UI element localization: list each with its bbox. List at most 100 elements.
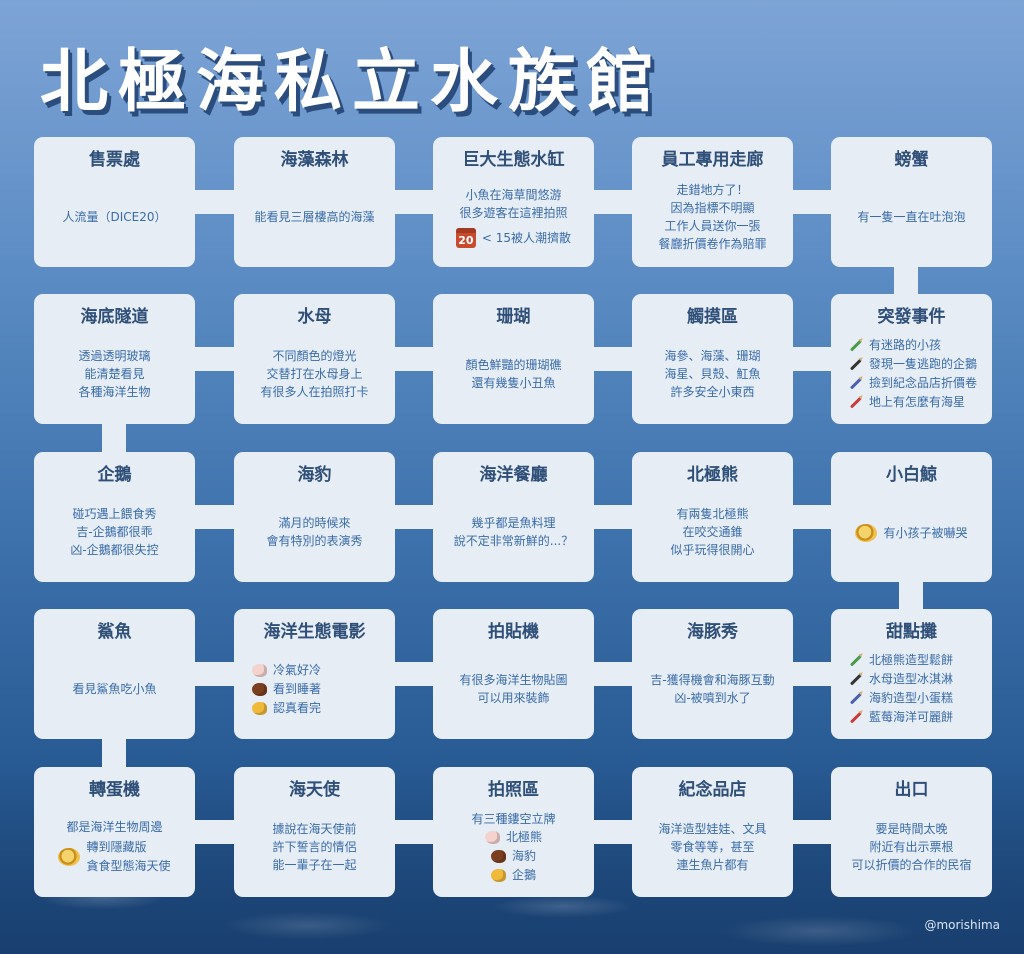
tile-name: 海底隧道 — [80, 307, 149, 327]
tile-text: 有三種鏤空立牌 — [471, 811, 556, 826]
blue-pencil-icon — [849, 692, 863, 705]
tile-name: 海洋生態電影 — [263, 622, 366, 642]
tile-text: 還有幾隻小丑魚 — [471, 376, 556, 390]
tile-2-2[interactable]: 海洋餐廳幾乎都是魚料理說不定非常新鮮的...？ — [433, 452, 594, 582]
tile-0-3[interactable]: 員工專用走廊走錯地方了！因為指標不明顯工作人員送你一張餐廳折價卷作為賠罪 — [632, 137, 793, 267]
tile-name: 巨大生態水缸 — [462, 150, 565, 170]
path-connector — [393, 820, 435, 844]
tile-option: 冷氣好冷 — [240, 661, 389, 680]
tile-body: 有三種鏤空立牌北極熊海豹企鵝 — [439, 805, 588, 889]
tile-3-4[interactable]: 甜點攤北極熊造型鬆餅水母造型冰淇淋海豹造型小蛋糕藍莓海洋可麗餅 — [831, 609, 992, 739]
cooked-meat-icon — [490, 849, 506, 863]
tile-text: 凶-企鵝都很失控 — [70, 543, 159, 557]
tile-1-3[interactable]: 觸摸區海參、海藻、珊瑚海星、貝殼、魟魚許多安全小東西 — [632, 294, 793, 424]
tile-option: 認真看完 — [240, 699, 389, 718]
tile-text: 零食等等，甚至 — [670, 840, 755, 854]
tile-1-1[interactable]: 水母不同顏色的燈光交替打在水母身上有很多人在拍照打卡 — [234, 294, 395, 424]
tile-body: 冷氣好冷看到睡著認真看完 — [240, 647, 389, 731]
tile-text: 有很多人在拍照打卡 — [260, 385, 369, 399]
tile-text: 碰巧遇上餵食秀 — [72, 507, 157, 521]
tile-0-1[interactable]: 海藻森林能看見三層樓高的海藻 — [234, 137, 395, 267]
red-pencil-icon — [849, 396, 863, 409]
tile-4-0[interactable]: 轉蛋機都是海洋生物周邊轉到隱藏版貪食型態海天使 — [34, 767, 195, 897]
tile-2-4[interactable]: 小白鯨有小孩子被嚇哭 — [831, 452, 992, 582]
tile-name: 甜點攤 — [886, 622, 937, 642]
tile-4-3[interactable]: 紀念品店海洋造型娃娃、文具零食等等，甚至連生魚片都有 — [632, 767, 793, 897]
tile-body: 看見鯊魚吃小魚 — [40, 647, 189, 731]
tile-text: 工作人員送你一張 — [664, 219, 761, 233]
tile-text: 許多安全小東西 — [670, 385, 755, 399]
tile-text: 人流量（DICE20） — [62, 210, 167, 224]
tile-text: 走錯地方了！ — [676, 183, 749, 197]
path-connector — [592, 505, 634, 529]
tile-body: 有很多海洋生物貼圖可以用來裝飾 — [439, 647, 588, 731]
tile-name: 售票處 — [89, 150, 140, 170]
tile-3-3[interactable]: 海豚秀吉-獲得機會和海豚互動凶-被噴到水了 — [632, 609, 793, 739]
tile-2-3[interactable]: 北極熊有兩隻北極熊在咬交通錐似乎玩得很開心 — [632, 452, 793, 582]
tile-body: 吉-獲得機會和海豚互動凶-被噴到水了 — [638, 647, 787, 731]
tile-body: 有一隻一直在吐泡泡 — [837, 175, 986, 259]
tile-body: 透過透明玻璃能清楚看見各種海洋生物 — [40, 332, 189, 416]
tile-4-2[interactable]: 拍照區有三種鏤空立牌北極熊海豹企鵝 — [433, 767, 594, 897]
tile-text: 滿月的時候來 — [278, 516, 351, 530]
tile-option: 北極熊造型鬆餅 — [837, 651, 986, 670]
path-connector — [791, 190, 833, 214]
tile-option: 企鵝 — [439, 866, 588, 885]
d20-icon: 20 — [455, 228, 476, 248]
tile-name: 轉蛋機 — [89, 780, 140, 800]
tile-0-4[interactable]: 螃蟹有一隻一直在吐泡泡 — [831, 137, 992, 267]
tile-name: 企鵝 — [97, 465, 132, 485]
raw-meat-icon — [484, 830, 500, 844]
tile-body: 人流量（DICE20） — [40, 175, 189, 259]
path-connector — [592, 190, 634, 214]
tile-text: 海洋造型娃娃、文具 — [658, 822, 767, 836]
coin-text: 貪食型態海天使 — [86, 859, 171, 873]
tile-2-1[interactable]: 海豹滿月的時候來會有特別的表演秀 — [234, 452, 395, 582]
tile-text: 在咬交通錐 — [682, 525, 743, 539]
black-pencil-icon — [849, 673, 863, 686]
tile-text: 吉-企鵝都很乖 — [76, 525, 153, 539]
tile-body: 有兩隻北極熊在咬交通錐似乎玩得很開心 — [638, 490, 787, 574]
tile-4-4[interactable]: 出口要是時間太晚附近有出示票根可以折價的合作的民宿 — [831, 767, 992, 897]
tile-name: 出口 — [894, 780, 929, 800]
tile-text: 會有特別的表演秀 — [266, 534, 363, 548]
tile-1-2[interactable]: 珊瑚顏色鮮豔的珊瑚礁還有幾隻小丑魚 — [433, 294, 594, 424]
tile-3-0[interactable]: 鯊魚看見鯊魚吃小魚 — [34, 609, 195, 739]
golden-meat-icon — [490, 868, 506, 882]
tile-4-1[interactable]: 海天使據說在海天使前許下誓言的情侶能一輩子在一起 — [234, 767, 395, 897]
tile-body: 都是海洋生物周邊轉到隱藏版貪食型態海天使 — [40, 805, 189, 889]
tile-option: 撿到紀念品店折價卷 — [837, 374, 986, 393]
golden-meat-icon — [252, 701, 267, 715]
tile-text: 許下誓言的情侶 — [272, 840, 357, 854]
tile-option: 有迷路的小孩 — [837, 336, 986, 355]
tile-text: 據說在海天使前 — [272, 822, 357, 836]
path-connector — [393, 662, 435, 686]
tile-text: 都是海洋生物周邊 — [66, 820, 163, 834]
tile-text: 凶-被噴到水了 — [674, 691, 751, 705]
path-connector — [193, 662, 236, 686]
tile-text: 可以折價的合作的民宿 — [851, 858, 972, 872]
tile-2-0[interactable]: 企鵝碰巧遇上餵食秀吉-企鵝都很乖凶-企鵝都很失控 — [34, 452, 195, 582]
path-connector — [193, 190, 236, 214]
tile-body: 據說在海天使前許下誓言的情侶能一輩子在一起 — [240, 805, 389, 889]
coin-row: 有小孩子被嚇哭 — [837, 524, 986, 543]
tile-body: 碰巧遇上餵食秀吉-企鵝都很乖凶-企鵝都很失控 — [40, 490, 189, 574]
path-connector — [592, 347, 634, 371]
tile-1-0[interactable]: 海底隧道透過透明玻璃能清楚看見各種海洋生物 — [34, 294, 195, 424]
path-connector — [791, 347, 833, 371]
tile-1-4[interactable]: 突發事件有迷路的小孩發現一隻逃跑的企鵝撿到紀念品店折價卷地上有怎麼有海星 — [831, 294, 992, 424]
tile-name: 北極熊 — [687, 465, 738, 485]
blue-pencil-icon — [849, 377, 863, 390]
tile-3-1[interactable]: 海洋生態電影冷氣好冷看到睡著認真看完 — [234, 609, 395, 739]
tile-body: 北極熊造型鬆餅水母造型冰淇淋海豹造型小蛋糕藍莓海洋可麗餅 — [837, 647, 986, 731]
tile-name: 觸摸區 — [687, 307, 738, 327]
tile-3-2[interactable]: 拍貼機有很多海洋生物貼圖可以用來裝飾 — [433, 609, 594, 739]
tile-text: 小魚在海草間悠游 — [465, 188, 562, 202]
tile-option: 海豹 — [439, 847, 588, 866]
tile-0-0[interactable]: 售票處人流量（DICE20） — [34, 137, 195, 267]
tile-name: 水母 — [297, 307, 332, 327]
tile-text: 連生魚片都有 — [676, 858, 749, 872]
path-connector — [393, 190, 435, 214]
path-connector — [193, 505, 236, 529]
